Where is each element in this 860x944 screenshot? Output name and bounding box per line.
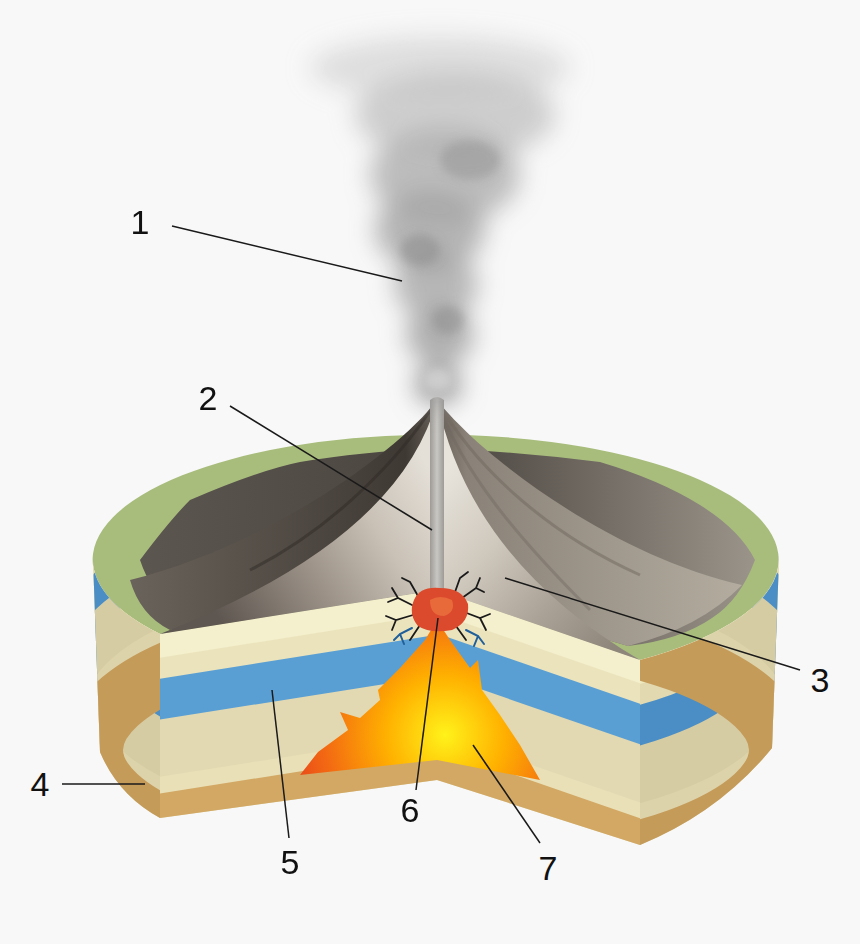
callout-number: 4 (31, 767, 50, 801)
plume-detail (440, 140, 500, 180)
plume-detail (424, 368, 452, 392)
magma-chamber (456, 626, 466, 640)
magma-chamber (386, 572, 490, 646)
plume-detail (400, 140, 500, 392)
conduit (430, 397, 444, 594)
cone-section (437, 400, 640, 660)
callout-number: 7 (539, 851, 558, 885)
plume-detail (400, 234, 440, 266)
magma-chamber (386, 572, 490, 640)
magma-chamber (388, 588, 412, 605)
magma-chamber (455, 572, 468, 592)
leader-lines (272, 690, 289, 838)
conduit (430, 397, 444, 594)
magma-chamber (412, 588, 468, 632)
eruption-plume (310, 36, 570, 405)
leader-lines (473, 745, 540, 843)
magma-chamber (430, 597, 453, 616)
magma-chamber (402, 578, 418, 596)
callout-number: 2 (199, 381, 218, 415)
cone-section (160, 400, 437, 634)
magma-chamber (464, 612, 490, 630)
magma-chamber (462, 578, 484, 598)
plume-detail (432, 306, 464, 334)
callout-number: 3 (811, 663, 830, 697)
magma-chamber (394, 628, 412, 644)
leader-lines (172, 226, 402, 281)
leader-lines (416, 618, 438, 790)
leader-lines (62, 226, 800, 843)
callout-number: 1 (131, 205, 150, 239)
magma (300, 620, 437, 775)
callout-number: 6 (401, 793, 420, 827)
magma (437, 620, 540, 780)
magma-chamber (466, 630, 484, 646)
cone-section (160, 400, 640, 660)
leader-lines (230, 406, 432, 530)
callout-number: 5 (281, 845, 300, 879)
eruption-plume (310, 36, 570, 100)
leader-lines (505, 578, 800, 670)
leader-lines (62, 783, 145, 785)
magma-chamber (386, 615, 413, 630)
eruption-plume (414, 365, 462, 405)
